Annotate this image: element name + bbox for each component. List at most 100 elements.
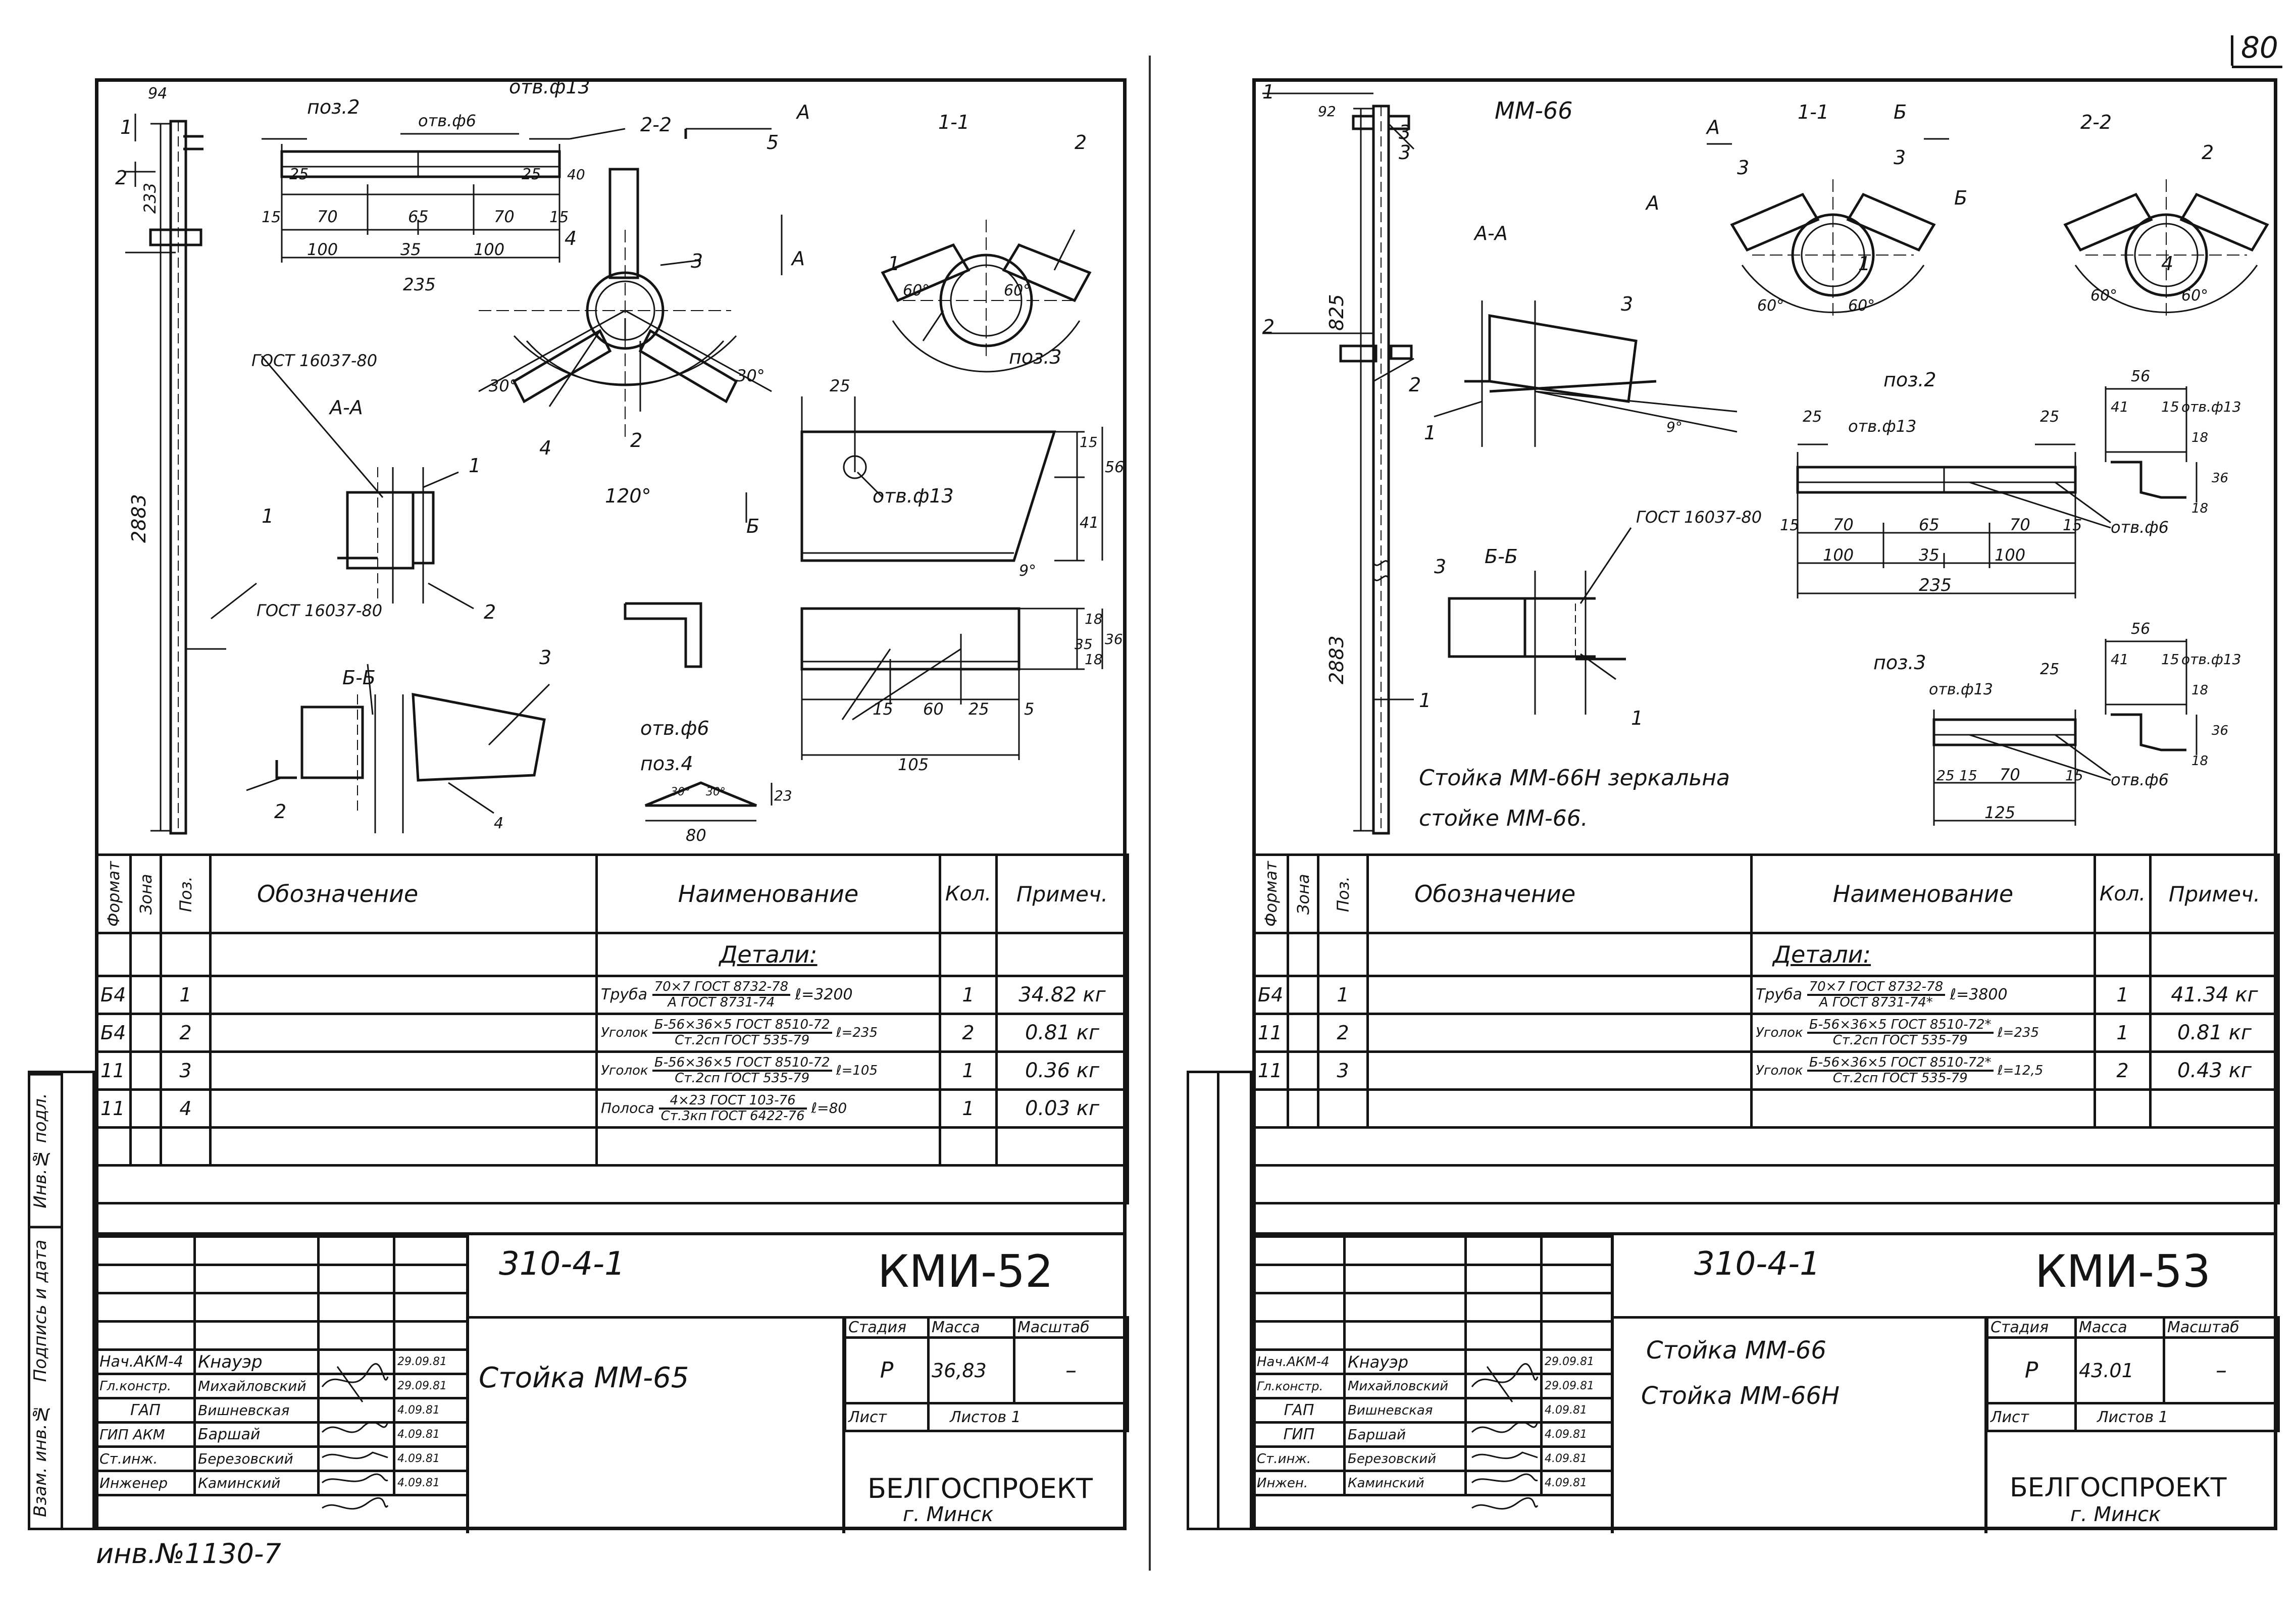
page-number: 80 [2241, 30, 2278, 65]
cell-format: 11 [95, 1088, 132, 1129]
right-org: БЕЛГОСПРОЕКТ [2010, 1473, 2227, 1503]
right-hdr-pos: Поз. [1318, 854, 1368, 933]
r-p2-15a: 15 [1780, 517, 1799, 534]
right-sheets-label: Листов 1 [2074, 1402, 2280, 1432]
cell-item: Труба [1756, 985, 1803, 1003]
p3-18b-label: 18 [1085, 651, 1103, 668]
right-title-line-2: Стойка ММ-66Н [1641, 1382, 1840, 1410]
r-s36b: 36 [2212, 723, 2228, 738]
right-hdr-zone: Зона [1288, 854, 1318, 933]
rb-1b: 1 [1424, 422, 1436, 444]
rb-s11-3b: 3 [1894, 146, 1906, 169]
r-h13d: отв.ф13 [2181, 651, 2241, 668]
poz2-title: поз.2 [307, 96, 360, 118]
hole13-label: отв.ф13 [509, 78, 590, 98]
left-hdr-name: Наименование [595, 853, 941, 934]
d2883-label: 2883 [128, 494, 150, 543]
cell-len: ℓ=12,5 [1997, 1063, 2044, 1078]
r-p2-35: 35 [1919, 545, 1940, 565]
right-spec-table: Формат Зона Поз. Обозначение Наименовани… [1252, 853, 2280, 1204]
side-label-inv: Инв.№ подл. [30, 1073, 61, 1226]
d40-label: 40 [567, 166, 585, 183]
r-cutA: А [1705, 116, 1720, 138]
r-p2-100a: 100 [1823, 545, 1854, 565]
left-mass-label: Масса [927, 1316, 1015, 1339]
cell-len: ℓ=3800 [1950, 985, 2008, 1003]
cell-pos: 2 [1317, 1013, 1369, 1053]
s22-title: 2-2 [640, 114, 672, 136]
cell-qty: 1 [939, 975, 998, 1015]
left-drawing: 94 1 2 23 3 2883 поз.2 отв.ф13 отв.ф6 2-2… [115, 78, 1124, 845]
rb-bb-1: 1 [1631, 707, 1643, 729]
p3-41-label: 41 [1080, 514, 1099, 532]
left-hdr-zone: Зона [130, 854, 161, 933]
hole6b-label: отв.ф6 [640, 717, 709, 739]
r-s18a: 18 [2191, 430, 2208, 445]
b-bb-3: 3 [539, 646, 551, 669]
cell-num: 4×23 ГОСТ 103-76 [658, 1093, 807, 1110]
poz3-title: поз.3 [1009, 346, 1062, 368]
rb-2b: 2 [1409, 374, 1421, 396]
right-sheet-frame [1252, 78, 2277, 1530]
b-s11-1: 1 [888, 253, 900, 275]
r-p2-100b: 100 [1995, 545, 2025, 565]
side-label-replace: Взам. инв.№ [30, 1403, 50, 1517]
left-stage-value: Р [844, 1336, 930, 1404]
d100a-label: 100 [307, 240, 338, 259]
cell-note: 0.81 кг [2149, 1013, 2280, 1053]
column-bracket [149, 228, 202, 246]
d94-label: 94 [148, 85, 167, 103]
rb-bb-3: 3 [1434, 556, 1446, 578]
cell-format: Б4 [1252, 975, 1289, 1015]
r-cutB: Б [1894, 101, 1907, 123]
left-sheet-frame [95, 78, 1127, 1530]
r-mark: ММ-66 [1495, 97, 1573, 124]
b-s11-2: 2 [1075, 131, 1087, 154]
right-signatures [1471, 1363, 1539, 1510]
r-p2-title: поз.2 [1883, 369, 1936, 391]
rb-2: 2 [1262, 316, 1274, 338]
cell-qty: 1 [939, 1088, 998, 1129]
cell-format: 11 [1252, 1050, 1289, 1091]
r-cutA2: А [1645, 192, 1659, 214]
r-h13b: отв.ф13 [2181, 398, 2241, 415]
left-mass-value: 36,83 [927, 1336, 1015, 1404]
left-sheets-label: Листов 1 [927, 1402, 1129, 1432]
cutA-label: А [795, 101, 810, 123]
r-s56a: 56 [2131, 368, 2150, 385]
cell-pos: 1 [160, 975, 212, 1015]
left-side-strip: Инв.№ подл. Подпись и дата Взам. инв.№ [28, 1071, 95, 1530]
p3-9-label: 9° [1019, 562, 1036, 580]
aa-title: А-А [328, 396, 363, 419]
rb-1c: 1 [1419, 689, 1431, 712]
rb-3: 3 [1399, 121, 1411, 143]
left-city: г. Минск [903, 1503, 994, 1526]
r-h6a: отв.ф6 [2111, 518, 2169, 537]
r-60b: 60° [1848, 297, 1875, 315]
cell-note: 0.43 кг [2149, 1050, 2280, 1091]
right-scale-label: Масштаб [2163, 1316, 2280, 1339]
d35-label: 35 [400, 240, 421, 259]
r-p3-15: 15 [1959, 767, 1977, 784]
p4-30a-label: 30° [671, 786, 690, 798]
b-aa-2: 2 [484, 601, 496, 623]
left-hdr-designation: Обозначение [209, 853, 598, 934]
r-p3-25: 25 [1936, 767, 1955, 784]
cell-den: Ст.2сп ГОСТ 535-79 [675, 1071, 810, 1086]
r-p3-title: поз.3 [1873, 651, 1926, 674]
cell-format: 11 [95, 1050, 132, 1091]
p3-56-label: 56 [1105, 459, 1124, 476]
d30b-label: 30° [736, 366, 765, 385]
p4-23-label: 23 [774, 787, 792, 804]
cell-qty: 2 [2094, 1050, 2152, 1091]
r-60d: 60° [2181, 287, 2208, 305]
rb-3b: 3 [1399, 141, 1411, 164]
cell-den: Ст.3кп ГОСТ 6422-76 [660, 1109, 805, 1124]
left-scale-label: Масштаб [1013, 1316, 1129, 1339]
p3-15b-label: 15 [873, 699, 893, 719]
page-number-rule [2232, 66, 2282, 68]
